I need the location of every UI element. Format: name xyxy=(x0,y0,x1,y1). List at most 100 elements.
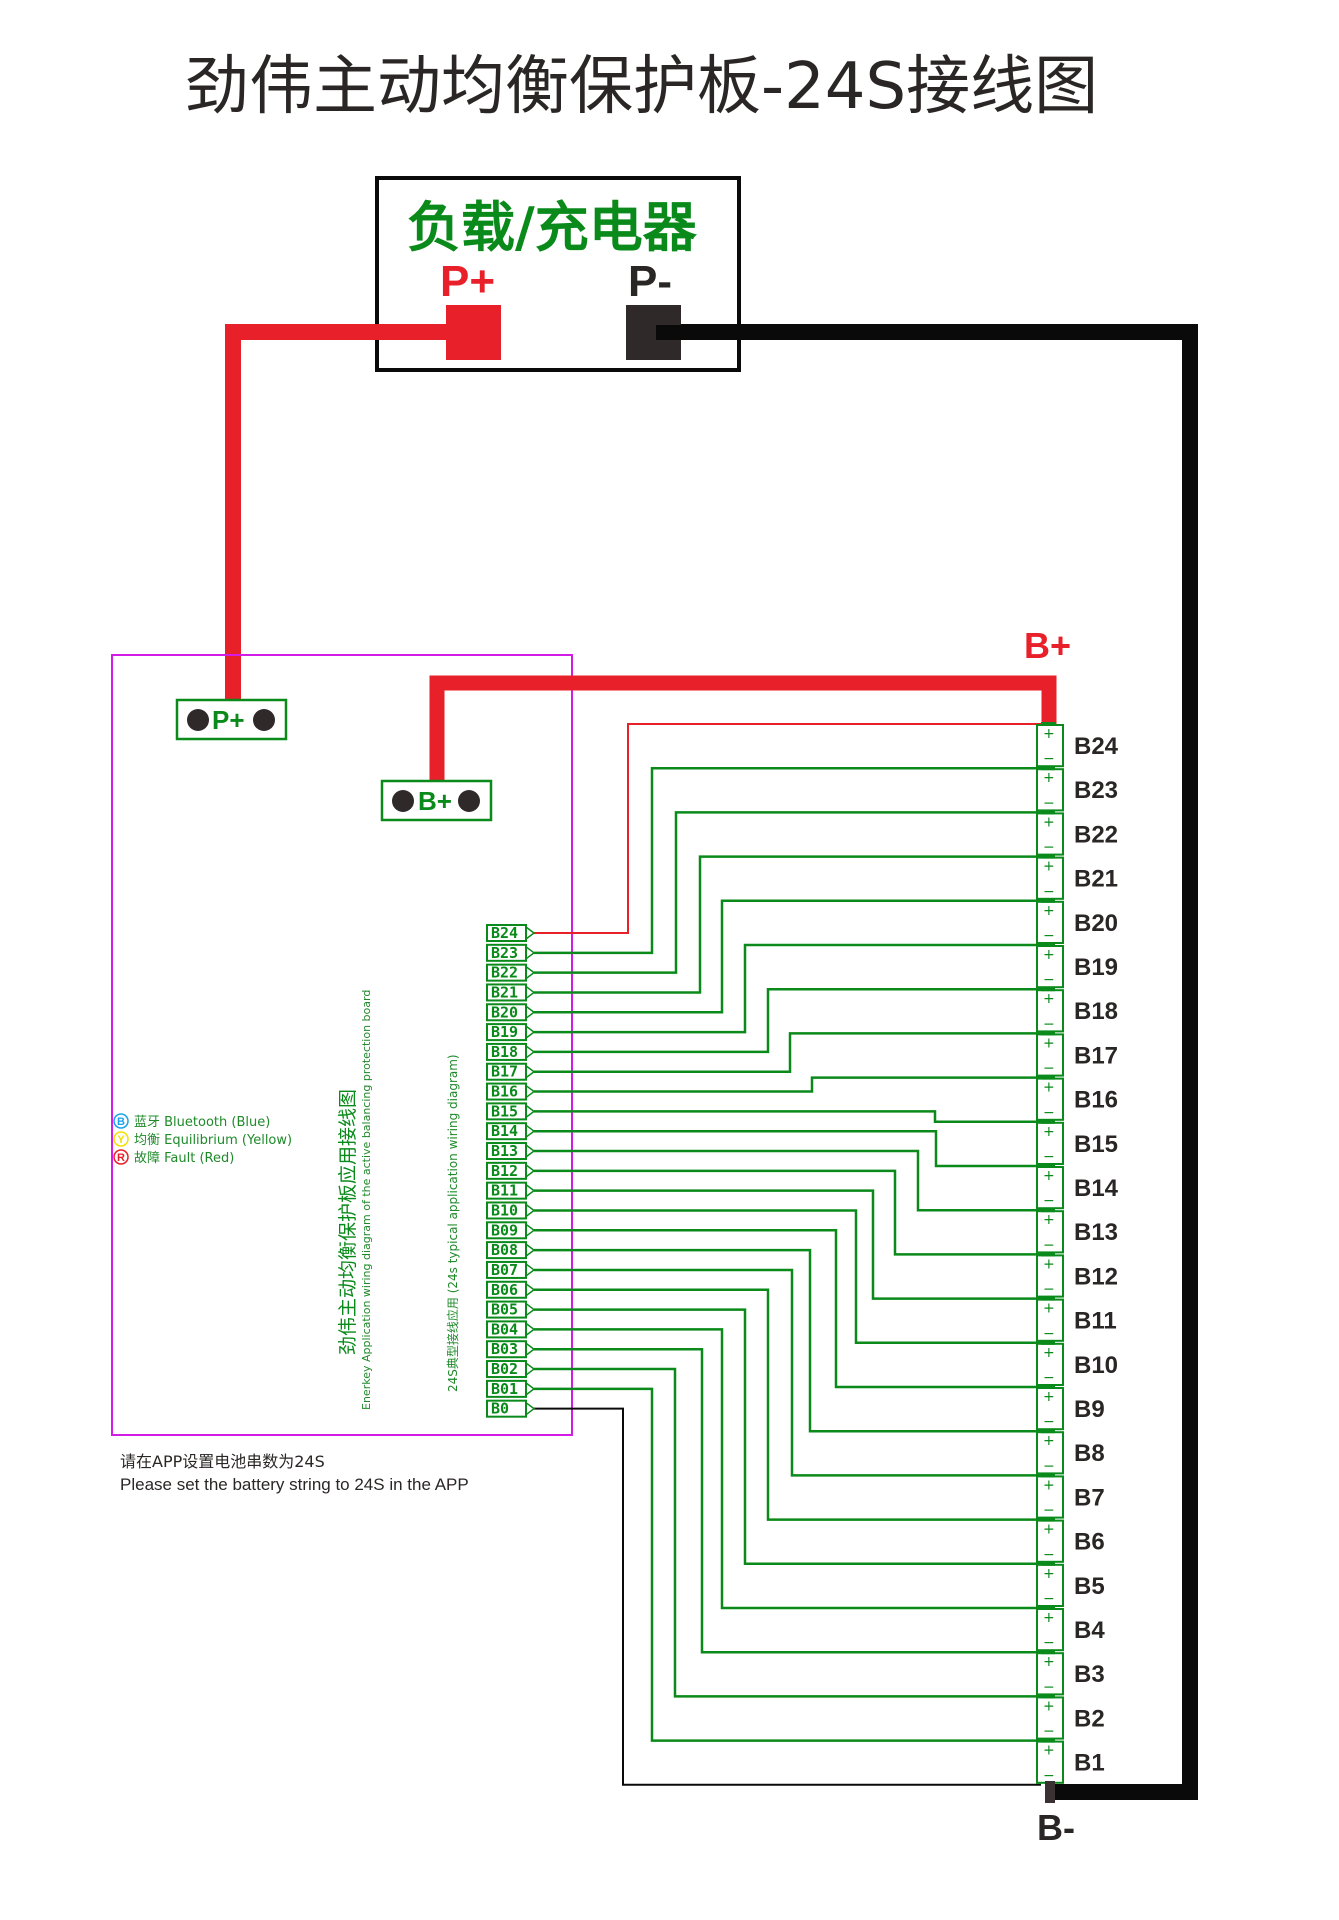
cell-plus-sign: + xyxy=(1043,859,1055,875)
cell-label-b9: B9 xyxy=(1074,1396,1105,1423)
cell-minus-sign: − xyxy=(1043,1547,1055,1563)
connector-pin: B04 xyxy=(486,1320,536,1339)
balance-wire-b06 xyxy=(534,1288,1041,1521)
cell-minus-sign: − xyxy=(1043,1635,1055,1651)
cell-minus-sign: − xyxy=(1043,1237,1055,1253)
pin-label: B12 xyxy=(491,1162,518,1180)
cell-label-b5: B5 xyxy=(1074,1573,1105,1600)
balance-wire-b04 xyxy=(534,1328,1041,1610)
connector-pin: B02 xyxy=(486,1360,536,1379)
pin-label: B05 xyxy=(491,1301,518,1319)
pin-label: B23 xyxy=(491,944,518,962)
cell-terminal-tab xyxy=(1041,722,1055,726)
cell-frame xyxy=(1036,1166,1064,1210)
pin-frame xyxy=(486,1360,527,1379)
cell-minus-sign: − xyxy=(1043,928,1055,944)
board-vertical-typical: 24S典型接线应用 (24s typical application wirin… xyxy=(445,1054,460,1392)
connector-pin: B20 xyxy=(486,1003,536,1022)
cell-minus-sign: − xyxy=(1043,972,1055,988)
pin-label: B06 xyxy=(491,1281,518,1299)
pin-arrow xyxy=(525,1184,536,1198)
balance-wire-b11 xyxy=(534,1189,1041,1300)
pin-label: B0 xyxy=(491,1400,509,1418)
cell-plus-sign: + xyxy=(1043,770,1055,786)
cell-minus-sign: − xyxy=(1043,1679,1055,1695)
battery-cell: +−B4 xyxy=(1036,1606,1105,1652)
pin-label: B15 xyxy=(491,1102,518,1120)
cell-label-b19: B19 xyxy=(1074,954,1118,981)
cell-plus-sign: + xyxy=(1043,1035,1055,1051)
cell-terminal-tab xyxy=(1041,898,1055,903)
balance-wire-b14 xyxy=(534,1129,1041,1168)
pin-label: B21 xyxy=(491,983,518,1001)
pin-frame xyxy=(486,1379,527,1398)
board-vertical-subtitle: Enerkey Application wiring diagram of th… xyxy=(360,990,373,1410)
balance-wire-b23 xyxy=(534,766,1041,955)
pin-frame xyxy=(486,1062,527,1081)
balance-wire-b20 xyxy=(534,899,1041,1014)
p-plus-screw-right xyxy=(253,709,275,731)
balance-wire-b05 xyxy=(534,1308,1041,1566)
cell-terminal-tab xyxy=(1041,810,1055,815)
cell-label-b23: B23 xyxy=(1074,777,1118,804)
pin-arrow xyxy=(525,966,536,980)
b-plus-screw-right xyxy=(458,790,480,812)
battery-cell: + − B3 xyxy=(1036,1650,1105,1695)
battery-cell: +−B6 xyxy=(1036,1517,1105,1563)
pin-label: B13 xyxy=(491,1142,518,1160)
cell-minus-sign: − xyxy=(1043,1061,1055,1077)
connector-pin: B10 xyxy=(486,1201,536,1220)
cell-plus-sign: + xyxy=(1043,814,1055,830)
battery-cell: +−B15 xyxy=(1036,1119,1118,1166)
cell-label-b18: B18 xyxy=(1074,998,1118,1025)
connector-pin: B11 xyxy=(486,1181,536,1200)
pin-label: B16 xyxy=(491,1083,518,1101)
cell-plus-sign: + xyxy=(1043,1654,1055,1670)
pin-arrow xyxy=(525,1164,536,1178)
cell-minus-sign: − xyxy=(1043,1768,1055,1784)
pin-frame xyxy=(486,1142,527,1161)
pin-arrow xyxy=(525,926,536,940)
connector-pin: B24 xyxy=(486,924,536,942)
cell-minus-sign: − xyxy=(1043,795,1055,811)
cell-minus-sign: − xyxy=(1043,1370,1055,1386)
b-plus-connector-label: B+ xyxy=(418,786,452,816)
cell-label-b6: B6 xyxy=(1074,1529,1105,1556)
cell-terminal-tab xyxy=(1041,1164,1055,1168)
battery-cell: +−B20 xyxy=(1036,898,1118,944)
pin-frame xyxy=(486,1023,527,1042)
balance-wire-b03 xyxy=(534,1347,1041,1654)
cell-label-b7: B7 xyxy=(1074,1484,1105,1511)
cell-plus-sign: + xyxy=(1043,903,1055,919)
battery-cell: +−B13 xyxy=(1036,1208,1118,1253)
balance-wire-b21 xyxy=(534,855,1041,994)
legend-label: 蓝牙 Bluetooth (Blue) xyxy=(134,1115,270,1130)
cell-terminal-tab xyxy=(1041,1296,1055,1301)
cell-minus-sign: − xyxy=(1043,1503,1055,1519)
cell-label-b16: B16 xyxy=(1074,1087,1118,1114)
cell-plus-sign: + xyxy=(1043,1168,1055,1184)
cell-label-b11: B11 xyxy=(1074,1308,1117,1335)
cell-plus-sign: + xyxy=(1043,1212,1055,1228)
b-plus-label: B+ xyxy=(1024,625,1071,666)
cell-label-b10: B10 xyxy=(1074,1352,1118,1379)
legend-label: 故障 Fault (Red) xyxy=(134,1151,234,1166)
cell-terminal-tab xyxy=(1041,1738,1055,1743)
cell-label-b4: B4 xyxy=(1074,1617,1105,1644)
pin-arrow xyxy=(525,985,536,1000)
balance-wire-b02 xyxy=(534,1367,1041,1698)
pin-frame xyxy=(486,1082,527,1101)
cell-terminal-tab xyxy=(1041,1429,1055,1434)
cell-terminal-tab xyxy=(1041,766,1055,771)
cell-terminal-tab xyxy=(1041,943,1055,947)
connector-pin: B14 xyxy=(486,1122,536,1141)
load-charger-box: 负载/充电器 P+ P- xyxy=(375,176,741,372)
pin-arrow xyxy=(525,1382,536,1396)
pin-arrow xyxy=(525,1302,536,1317)
cell-label-b3: B3 xyxy=(1074,1661,1105,1688)
balance-wire-b18 xyxy=(534,987,1041,1054)
legend-badge-letter: Y xyxy=(117,1134,125,1146)
pin-frame xyxy=(486,1260,527,1279)
pin-arrow xyxy=(525,1322,536,1337)
cell-terminal-tab xyxy=(1041,1517,1055,1522)
